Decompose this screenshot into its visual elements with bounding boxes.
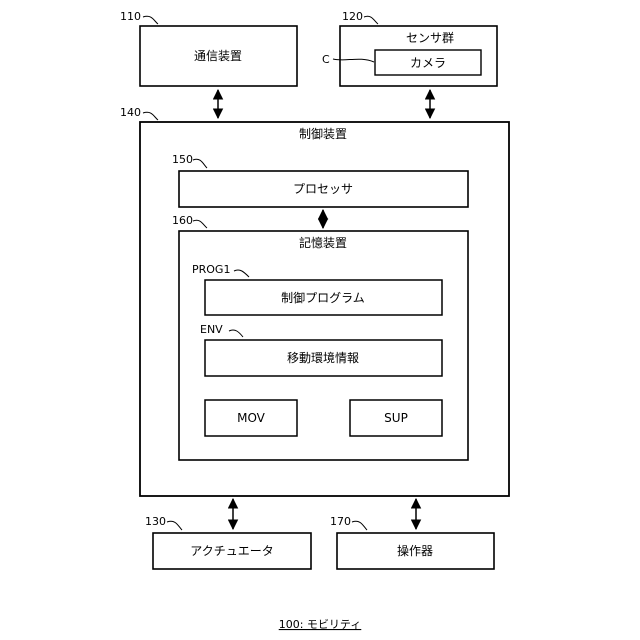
operator-block: 操作器: [337, 533, 494, 569]
leader-line-prog1: [234, 270, 249, 277]
processor-block: プロセッサ: [179, 171, 468, 207]
sensor-group-block: センサ群 カメラ: [340, 26, 497, 86]
processor-label: プロセッサ: [293, 182, 353, 196]
env-info-ref: ENV: [200, 323, 223, 336]
camera-ref: C: [322, 53, 330, 66]
sensor-group-ref: 120: [342, 10, 363, 23]
mov-block: MOV: [205, 400, 297, 436]
operator-ref: 170: [330, 515, 351, 528]
comm-device-ref: 110: [120, 10, 141, 23]
storage-ref: 160: [172, 214, 193, 227]
leader-line-camera: [333, 59, 374, 62]
sup-label: SUP: [384, 411, 408, 425]
control-program-label: 制御プログラム: [281, 290, 365, 305]
comm-device-block: 通信装置: [140, 26, 297, 86]
processor-ref: 150: [172, 153, 193, 166]
control-program-block: 制御プログラム: [205, 280, 442, 315]
leader-line-110: [143, 16, 158, 24]
storage-label: 記憶装置: [299, 235, 347, 250]
control-device-ref: 140: [120, 106, 141, 119]
control-device-label: 制御装置: [299, 126, 347, 141]
leader-line-150: [193, 159, 207, 168]
operator-label: 操作器: [397, 543, 433, 558]
actuator-label: アクチュエータ: [190, 544, 273, 558]
mov-label: MOV: [237, 411, 266, 425]
actuator-ref: 130: [145, 515, 166, 528]
actuator-block: アクチュエータ: [153, 533, 311, 569]
leader-line-130: [167, 521, 182, 530]
env-info-label: 移動環境情報: [287, 350, 359, 365]
env-info-block: 移動環境情報: [205, 340, 442, 376]
sensor-group-label: センサ群: [406, 31, 454, 45]
camera-label: カメラ: [410, 56, 446, 70]
comm-device-label: 通信装置: [194, 49, 242, 63]
leader-line-170: [352, 521, 367, 530]
figure-caption: 100: モビリティ: [279, 618, 362, 631]
control-device-block: 制御装置: [140, 122, 509, 496]
leader-line-env: [229, 330, 243, 337]
control-program-ref: PROG1: [192, 263, 230, 276]
leader-line-160: [193, 220, 207, 228]
leader-line-120: [364, 16, 378, 24]
sup-block: SUP: [350, 400, 442, 436]
leader-line-140: [143, 112, 158, 120]
